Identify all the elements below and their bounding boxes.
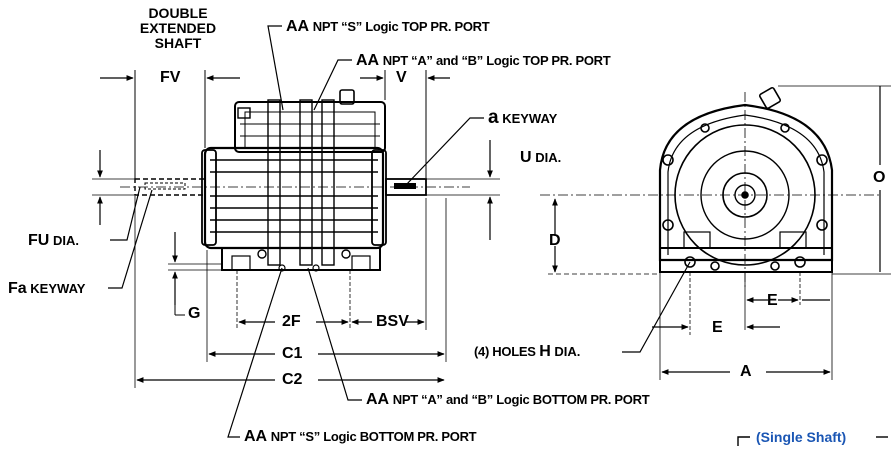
fa-text: KEYWAY	[30, 281, 86, 296]
holes-code: H	[539, 343, 551, 360]
a-keyway-code: a	[488, 107, 499, 128]
c2-label: C2	[282, 371, 303, 388]
aa-ab-top-label: AA NPT “A” and “B” Logic TOP PR. PORT	[356, 52, 611, 69]
u-dia-label: U DIA.	[520, 150, 561, 166]
fv-label: FV	[160, 69, 181, 86]
aa-s-bottom-label: AA NPT “S” Logic BOTTOM PR. PORT	[244, 428, 477, 445]
aa-s-bottom-text: NPT “S” Logic BOTTOM PR. PORT	[270, 429, 477, 444]
double-label: DOUBLE	[148, 5, 208, 21]
u-code: U	[520, 149, 532, 166]
a-keyway-label: a KEYWAY	[488, 108, 557, 127]
double-extended-shaft-label: DOUBLE EXTENDED SHAFT	[124, 6, 232, 51]
c1-label: C1	[282, 345, 303, 362]
aa-s-bottom-code: AA	[244, 428, 268, 445]
u-text: DIA.	[535, 150, 562, 165]
aa-ab-bottom-text: NPT “A” and “B” Logic BOTTOM PR. PORT	[392, 392, 650, 407]
fu-text: DIA.	[52, 233, 79, 248]
end-dimensions	[548, 85, 891, 446]
g-label: G	[188, 305, 201, 322]
e-left-label: E	[712, 319, 723, 336]
a-keyway-text: KEYWAY	[502, 111, 558, 126]
v-label: V	[396, 69, 407, 86]
a-dim-label: A	[740, 363, 752, 380]
2f-label: 2F	[282, 313, 301, 330]
single-shaft-label: (Single Shaft)	[756, 429, 847, 445]
holes-suffix: DIA.	[554, 344, 581, 359]
holes-prefix: (4) HOLES	[474, 344, 536, 359]
aa-ab-top-code: AA	[356, 52, 380, 69]
aa-ab-bottom-code: AA	[366, 391, 390, 408]
fu-dia-label: FU DIA.	[28, 233, 79, 249]
motor-base	[221, 247, 381, 271]
side-view	[120, 89, 470, 272]
d-label: D	[549, 232, 561, 249]
shaft-label: SHAFT	[154, 35, 202, 51]
o-label: O	[873, 169, 886, 186]
fa-keyway-label: Fa KEYWAY	[8, 281, 85, 297]
side-dimensions	[92, 25, 500, 438]
aa-s-top-label: AA NPT “S” Logic TOP PR. PORT	[286, 18, 490, 35]
aa-ab-top-text: NPT “A” and “B” Logic TOP PR. PORT	[382, 53, 611, 68]
bsv-label: BSV	[376, 313, 409, 330]
fu-code: FU	[28, 232, 50, 249]
end-view	[540, 87, 880, 290]
aa-s-top-code: AA	[286, 18, 310, 35]
motor-body	[203, 146, 385, 250]
extended-label: EXTENDED	[139, 20, 217, 36]
fa-code: Fa	[8, 280, 27, 297]
aa-s-top-text: NPT “S” Logic TOP PR. PORT	[312, 19, 490, 34]
aa-ab-bottom-label: AA NPT “A” and “B” Logic BOTTOM PR. PORT	[366, 391, 650, 408]
holes-label: (4) HOLES H DIA.	[474, 344, 580, 360]
e-right-label: E	[767, 292, 778, 309]
